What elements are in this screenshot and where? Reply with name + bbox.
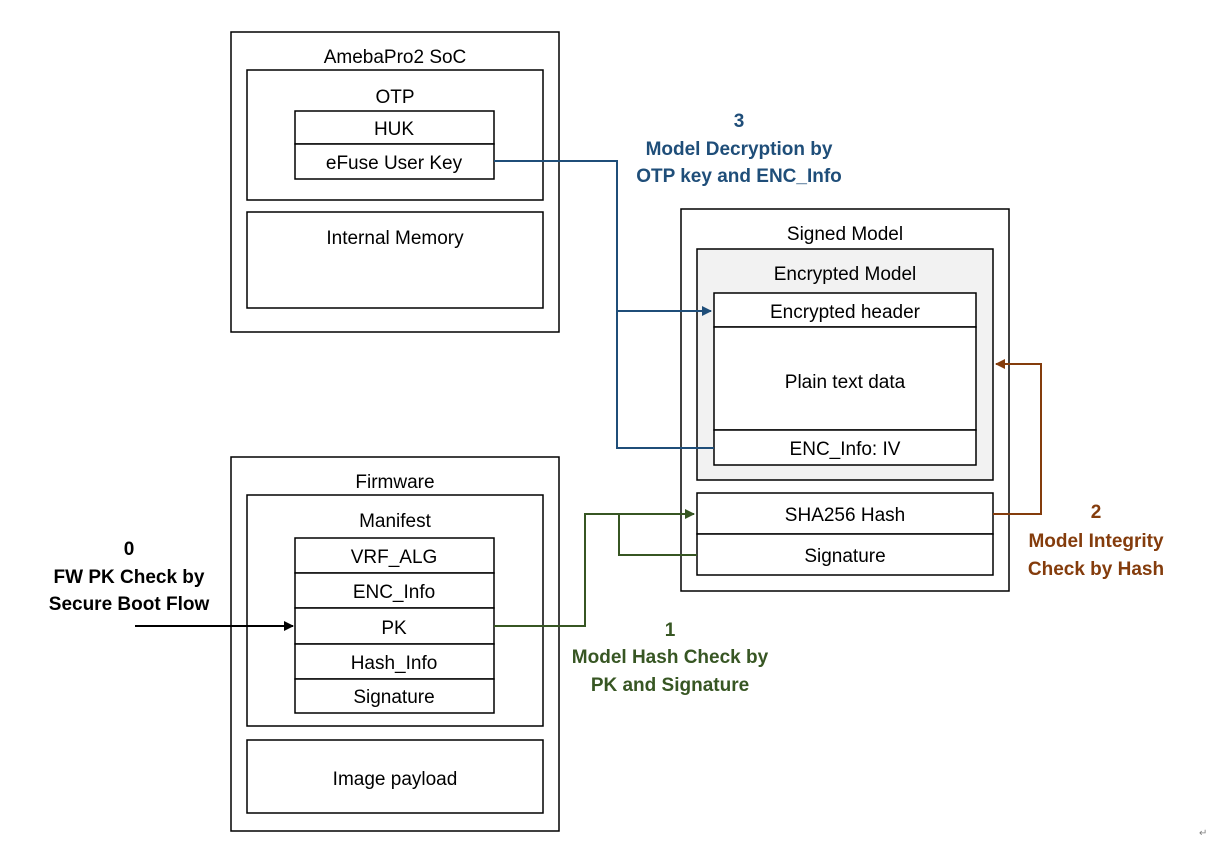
fw-signature-box — [294, 678, 495, 714]
step0-line1: FW PK Check by — [54, 567, 205, 588]
vrf-alg-label: VRF_ALG — [351, 547, 438, 568]
step1-number: 1 — [665, 620, 676, 641]
signed-model-title: Signed Model — [787, 224, 903, 245]
step2-line2: Check by Hash — [1028, 559, 1164, 580]
step3-line2: OTP key and ENC_Info — [636, 166, 842, 187]
signed-model-block: Signed Model Encrypted Model Encrypted h… — [680, 208, 1010, 592]
enc-info-box — [294, 572, 495, 609]
step3-line1: Model Decryption by — [646, 139, 833, 160]
internal-memory-label: Internal Memory — [326, 228, 464, 249]
paragraph-mark-icon: ↵ — [1199, 828, 1207, 839]
soc-title: AmebaPro2 SoC — [324, 47, 467, 68]
model-signature-label: Signature — [804, 546, 885, 567]
step3-number: 3 — [734, 111, 745, 132]
image-payload-label: Image payload — [333, 769, 458, 790]
step0-annotation: 0 FW PK Check by Secure Boot Flow — [49, 539, 210, 615]
hash-info-label: Hash_Info — [351, 653, 438, 674]
sha256-hash-label: SHA256 Hash — [785, 505, 905, 526]
enc-info-label: ENC_Info — [353, 582, 435, 603]
step3-iv-connector — [616, 311, 714, 449]
enc-info-iv-label: ENC_Info: IV — [790, 439, 901, 460]
soc-block: AmebaPro2 SoC OTP HUK eFuse User Key Int… — [230, 31, 560, 333]
huk-label: HUK — [374, 119, 414, 140]
step2-number: 2 — [1091, 502, 1102, 523]
sha256-hash-box — [696, 492, 994, 535]
step3-arrow — [494, 160, 712, 316]
plain-text-data-label: Plain text data — [785, 372, 906, 393]
encrypted-header-label: Encrypted header — [770, 302, 921, 323]
encrypted-model-title: Encrypted Model — [774, 264, 917, 285]
image-payload-box — [246, 739, 544, 814]
firmware-title: Firmware — [355, 472, 434, 493]
hash-info-box — [294, 643, 495, 680]
model-signature-box — [696, 533, 994, 576]
step2-arrow — [993, 359, 1042, 515]
step1-line1: Model Hash Check by — [572, 647, 769, 668]
pk-label: PK — [381, 618, 407, 639]
manifest-title: Manifest — [359, 511, 432, 532]
plain-text-data-box — [713, 326, 977, 431]
firmware-block: Firmware Manifest VRF_ALG ENC_Info PK Ha… — [230, 456, 560, 832]
step2-annotation: 2 Model Integrity Check by Hash — [1028, 502, 1164, 580]
internal-memory-box — [246, 211, 544, 309]
step0-number: 0 — [124, 539, 135, 560]
efuse-user-key-label: eFuse User Key — [326, 153, 463, 174]
step1-arrow — [494, 509, 695, 627]
step0-line2: Secure Boot Flow — [49, 594, 210, 615]
fw-signature-label: Signature — [353, 687, 434, 708]
otp-title: OTP — [375, 87, 414, 108]
step2-line1: Model Integrity — [1028, 531, 1164, 552]
step1-line2: PK and Signature — [591, 675, 749, 696]
step1-signature-connector — [618, 514, 697, 556]
step3-annotation: 3 Model Decryption by OTP key and ENC_In… — [636, 111, 842, 187]
step1-annotation: 1 Model Hash Check by PK and Signature — [572, 620, 769, 696]
